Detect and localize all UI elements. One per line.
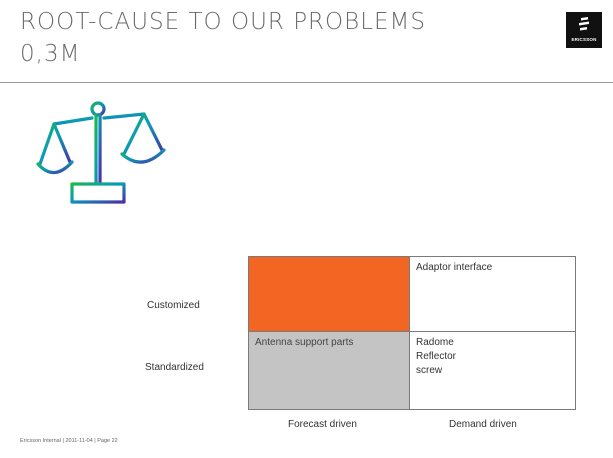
row-label-customized: Customized bbox=[147, 300, 200, 311]
ericsson-logo-text: ERICSSON bbox=[571, 37, 597, 42]
column-label-forecast: Forecast driven bbox=[288, 419, 357, 430]
balance-scale-icon bbox=[36, 101, 166, 204]
cell-item: Reflector bbox=[416, 351, 457, 362]
ericsson-logo: ERICSSON bbox=[566, 12, 602, 48]
cell-item: Adaptor interface bbox=[416, 262, 493, 273]
column-label-demand: Demand driven bbox=[449, 419, 517, 430]
cell-item: Antenna support parts bbox=[255, 337, 354, 348]
cell-standardized-demand: Radome Reflector screw bbox=[409, 331, 575, 409]
slide-title-line-2: 0,3M bbox=[20, 41, 81, 67]
cell-customized-forecast bbox=[249, 257, 409, 331]
cell-item: Radome bbox=[416, 337, 454, 348]
row-label-standardized: Standardized bbox=[145, 362, 204, 373]
cell-standardized-forecast: Antenna support parts bbox=[249, 331, 409, 409]
slide-title: ROOT-CAUSE TO OUR PROBLEMS 0,3M bbox=[20, 6, 540, 70]
title-divider bbox=[0, 82, 613, 83]
cell-customized-demand: Adaptor interface bbox=[409, 257, 575, 331]
ericsson-logo-icon bbox=[579, 17, 589, 31]
slide-title-line-1: ROOT-CAUSE TO OUR PROBLEMS bbox=[20, 9, 426, 35]
product-matrix: Adaptor interface Antenna support parts … bbox=[248, 256, 576, 410]
cell-item: screw bbox=[416, 365, 443, 376]
slide-footer: Ericsson Internal | 2011-11-04 | Page 22 bbox=[20, 438, 118, 444]
